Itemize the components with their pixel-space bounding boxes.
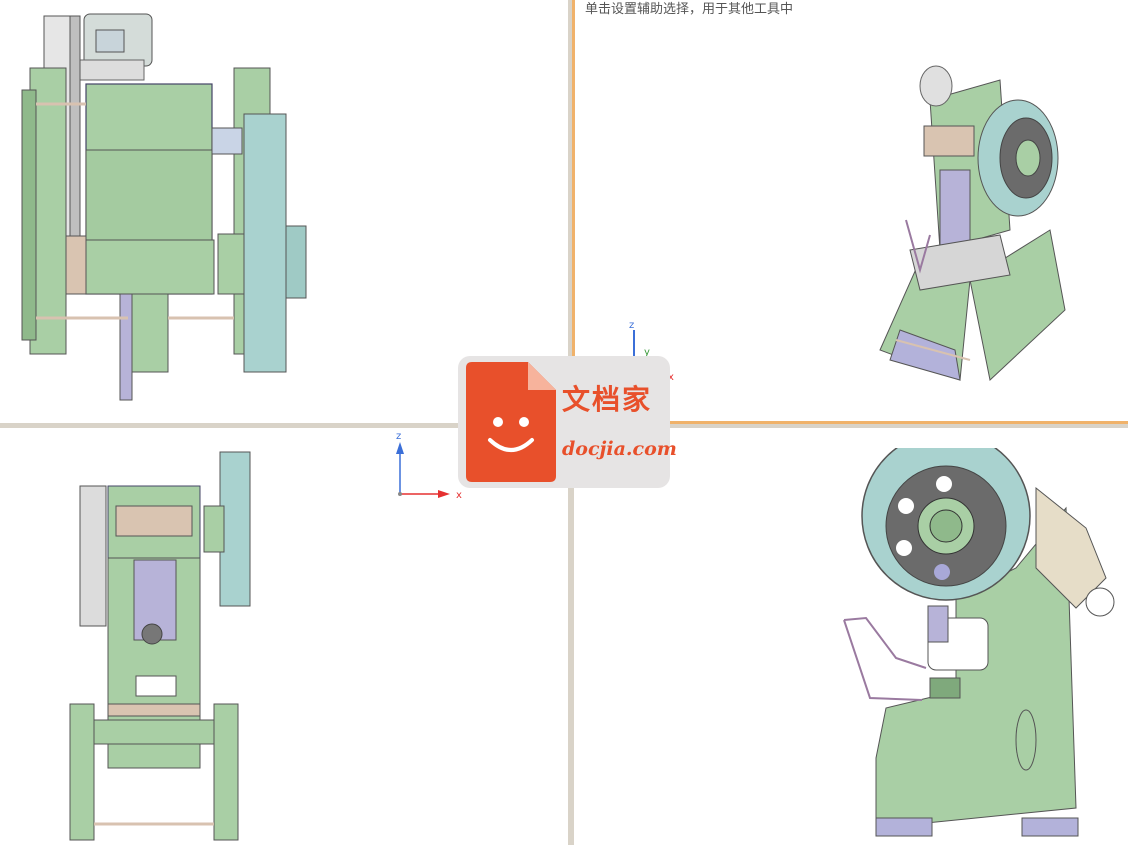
logo-title-text: 文档家 bbox=[562, 383, 653, 416]
document-smile-icon bbox=[466, 362, 556, 482]
axis-x-label-small: x bbox=[668, 372, 674, 380]
axis-z-label: z bbox=[396, 431, 401, 442]
axis-triad: z x bbox=[396, 431, 462, 501]
active-viewport-border-bottom bbox=[572, 421, 1128, 424]
active-viewport-border bbox=[572, 0, 575, 424]
status-hint-text: 单击设置辅助选择，用于其他工具中 bbox=[585, 2, 794, 17]
press-isometric-view-model[interactable] bbox=[860, 60, 1070, 390]
axis-y-label-small: y bbox=[644, 347, 650, 358]
viewport-horizontal-divider-right[interactable] bbox=[574, 423, 1128, 428]
axis-x-label: x bbox=[456, 490, 462, 501]
axis-triad-small: z y x bbox=[629, 320, 674, 380]
press-front-view-model[interactable] bbox=[0, 0, 320, 410]
logo-url-text: docjia.com bbox=[562, 438, 677, 460]
press-side-view-model[interactable] bbox=[60, 448, 260, 843]
docjia-watermark-logo: 文档家 docjia.com bbox=[458, 356, 677, 488]
press-right-view-model[interactable] bbox=[836, 448, 1126, 843]
viewport-horizontal-divider-left[interactable] bbox=[0, 423, 568, 428]
axis-z-label-small: z bbox=[629, 320, 634, 331]
viewport-top-right[interactable] bbox=[574, 0, 1128, 423]
